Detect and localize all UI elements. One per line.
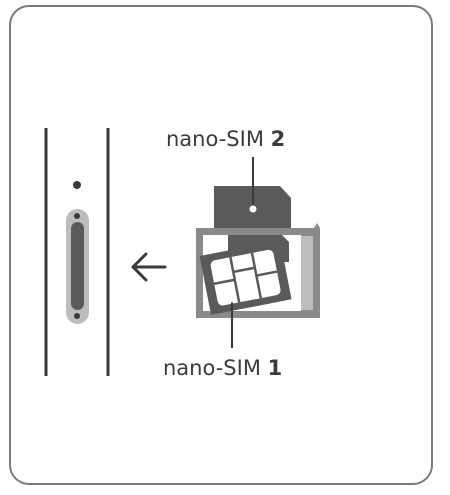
callout-dot-sim-2	[249, 205, 257, 213]
nano-sim-1-card	[199, 242, 292, 315]
label-nano-sim-2-number: 2	[271, 127, 286, 151]
label-nano-sim-1-number: 1	[268, 356, 283, 380]
phone-sim-slot	[66, 209, 89, 324]
label-nano-sim-2: nano-SIM 2	[166, 127, 285, 151]
callout-dot-sim-1	[228, 295, 236, 303]
label-nano-sim-1-text: nano-SIM	[163, 356, 268, 380]
label-nano-sim-1: nano-SIM 1	[163, 356, 282, 380]
arrow-left-icon	[131, 252, 167, 282]
eject-hole	[73, 181, 81, 189]
label-nano-sim-2-text: nano-SIM	[166, 127, 271, 151]
